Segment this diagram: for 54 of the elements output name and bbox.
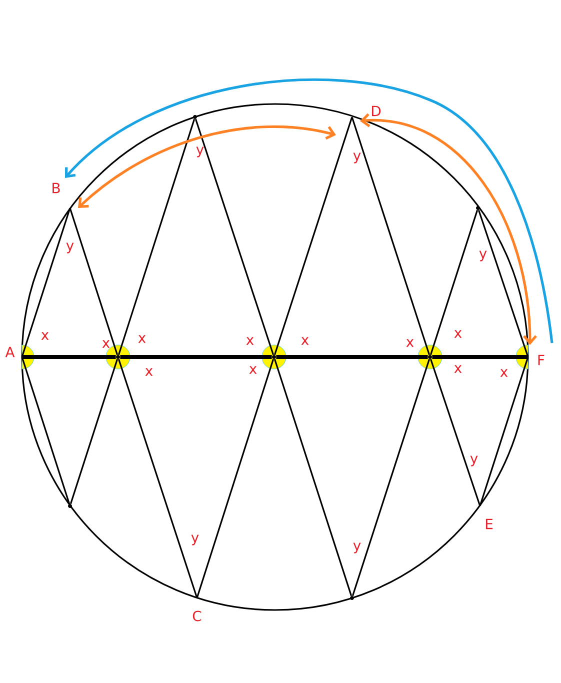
point-label: C <box>192 610 202 622</box>
angle-label: y <box>191 534 199 546</box>
line-segment <box>196 358 274 598</box>
vertex-point <box>193 115 197 119</box>
line-segment <box>118 358 198 598</box>
line-segment <box>22 355 116 359</box>
angle-label: y <box>353 152 361 164</box>
line-segment <box>351 116 430 356</box>
point-label: F <box>538 354 544 366</box>
hand-drawn-arrow <box>65 78 554 344</box>
line-segment <box>194 118 274 356</box>
angle-label: y <box>470 456 478 466</box>
line-segment <box>276 355 428 359</box>
hand-drawn-arrow <box>360 113 537 345</box>
vertex-point <box>272 355 276 359</box>
hand-drawn-arrow <box>78 125 336 208</box>
line-segment <box>432 355 528 359</box>
angle-label: y <box>66 242 74 254</box>
point-label: A <box>5 346 15 358</box>
vertex-point <box>350 596 354 600</box>
angle-label: x <box>454 365 462 373</box>
angle-label: x <box>249 366 257 374</box>
angle-label: x <box>301 337 309 345</box>
angle-label: x <box>138 335 146 343</box>
point-label: D <box>372 106 381 116</box>
angle-label: x <box>145 368 153 376</box>
point-label: B <box>52 182 60 194</box>
line-segment <box>69 208 118 356</box>
angle-label: y <box>353 542 361 554</box>
angle-label: y <box>479 250 487 262</box>
line-segment <box>21 208 71 358</box>
line-segment <box>70 358 118 504</box>
line-segment <box>430 358 481 506</box>
angle-label: x <box>406 339 414 347</box>
line-segment <box>479 356 529 506</box>
vertex-point <box>68 504 72 508</box>
vertex-point <box>428 355 432 359</box>
angle-label: x <box>246 337 254 345</box>
angle-label: x <box>500 369 508 377</box>
angle-label: x <box>102 340 110 348</box>
line-segment <box>478 210 529 358</box>
line-segment <box>274 358 352 596</box>
angle-label: x <box>454 330 462 338</box>
line-segment <box>352 358 430 596</box>
line-segment <box>430 210 478 356</box>
line-segment <box>21 356 70 504</box>
line-segment <box>118 118 196 356</box>
point-label: E <box>486 518 493 530</box>
vertex-point <box>476 206 480 210</box>
line-segment <box>120 355 272 359</box>
angle-label: x <box>41 332 49 340</box>
angle-label: y <box>196 146 204 158</box>
line-segment <box>274 116 353 356</box>
vertex-point <box>116 355 120 359</box>
